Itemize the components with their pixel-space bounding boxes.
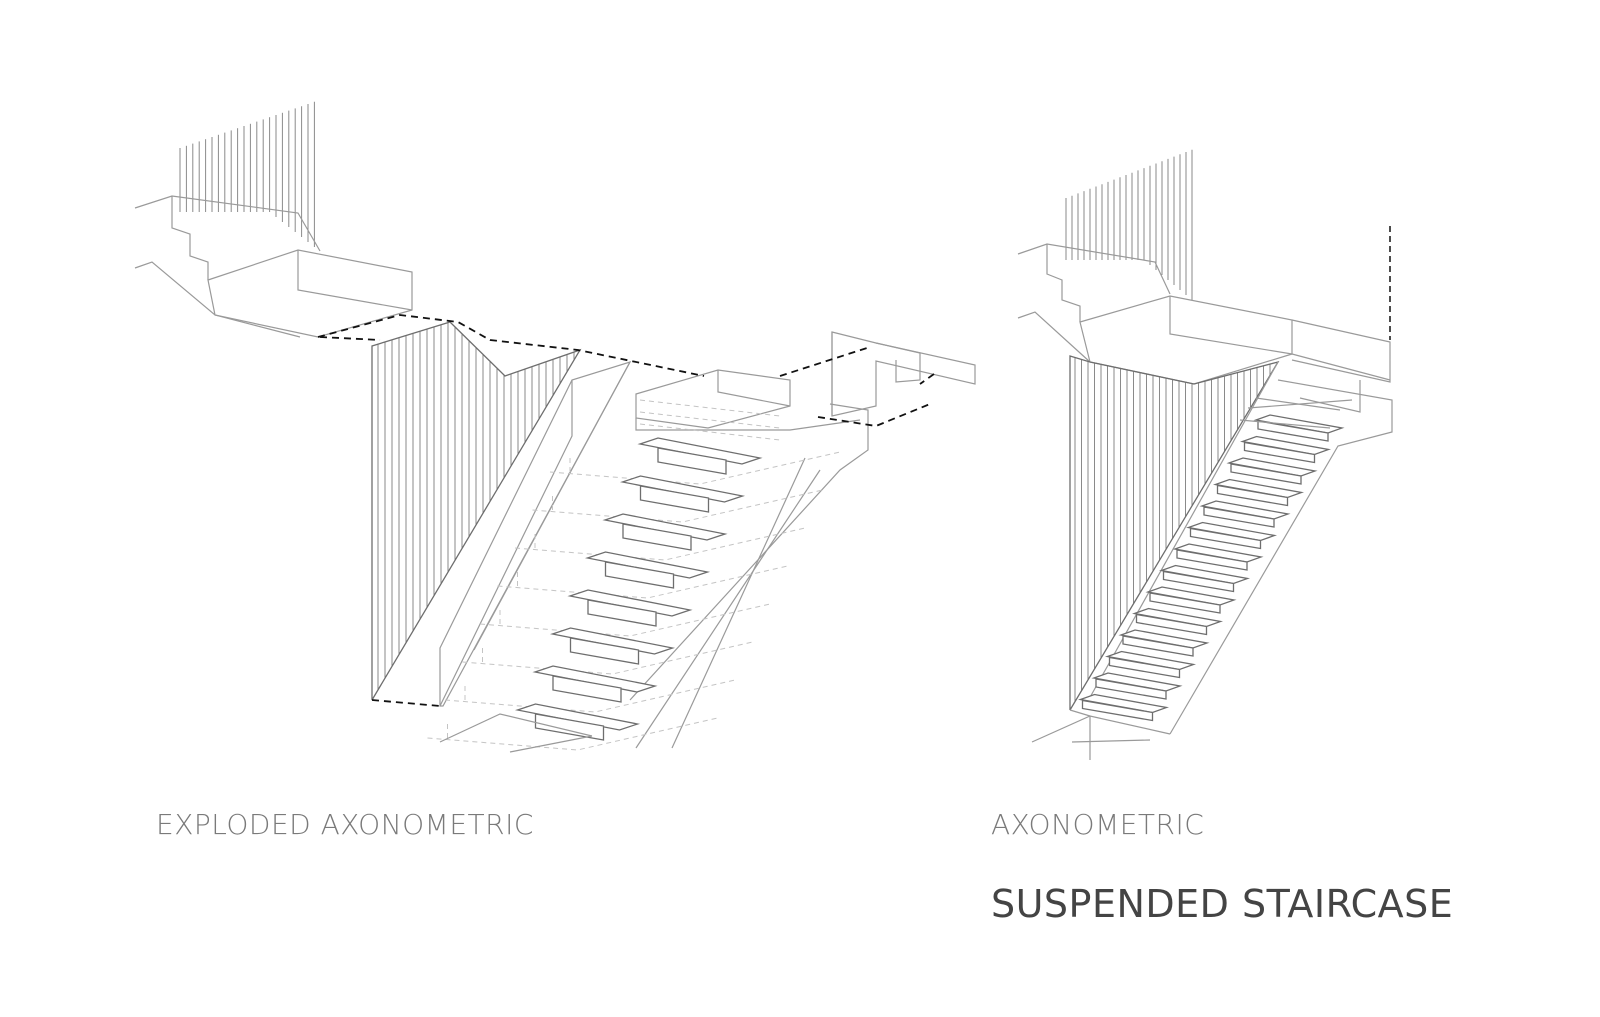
hanging-slat-screen-right	[1069, 355, 1280, 711]
axonometric-label: AXONOMETRIC	[991, 808, 1205, 841]
ghost-step	[444, 679, 736, 713]
stringer-right	[1069, 361, 1279, 717]
upper-landing-left	[134, 195, 413, 338]
tread-riser	[1149, 592, 1221, 614]
treads-left	[514, 437, 763, 741]
tread-riser	[1189, 527, 1262, 550]
tread-riser	[534, 713, 605, 741]
tread-riser	[1230, 463, 1302, 485]
tread-riser	[569, 637, 640, 665]
upper-slat-screen-left	[179, 101, 315, 247]
tread-riser	[1135, 613, 1208, 636]
tread-riser	[1243, 441, 1316, 464]
tread-riser	[1257, 420, 1329, 442]
ghost-step	[427, 717, 718, 751]
floor-lines-left	[439, 713, 593, 753]
upper-slat-screen-right	[1065, 149, 1193, 300]
ghost-step	[462, 641, 753, 675]
ghost-step	[514, 527, 806, 561]
tread-riser	[639, 485, 710, 513]
tread-riser	[587, 599, 657, 627]
winder-step	[1239, 419, 1331, 429]
side-wall-left	[629, 403, 869, 749]
ghost-step	[497, 565, 788, 599]
winder-step	[1247, 399, 1353, 409]
drawing-title: SUSPENDED STAIRCASE	[991, 882, 1454, 926]
tread-riser	[1108, 656, 1181, 679]
tread-riser	[1081, 699, 1154, 722]
top-landing-left	[635, 331, 976, 431]
tread-riser	[1203, 506, 1275, 528]
tread-riser	[1122, 635, 1194, 657]
ghost-step	[639, 423, 781, 441]
ghost-step	[639, 399, 781, 417]
tread-riser	[1095, 678, 1167, 700]
treads-right	[1077, 397, 1353, 722]
tread-riser	[552, 675, 622, 703]
hanging-slat-screen-left	[371, 321, 582, 701]
tread-riser	[657, 447, 727, 475]
ghost-step	[479, 603, 771, 637]
ghost-stairs-left	[427, 399, 841, 751]
stair-wall-right	[1031, 379, 1393, 760]
tread-riser	[622, 523, 692, 551]
tread-riser	[604, 561, 675, 589]
tread-riser	[1162, 570, 1235, 593]
ghost-step	[532, 489, 823, 523]
exploded-axonometric-label: EXPLODED AXONOMETRIC	[156, 808, 534, 841]
upper-landing-right	[1017, 243, 1391, 385]
tread-riser	[1216, 484, 1289, 507]
tread-riser	[1176, 549, 1248, 571]
ghost-step	[639, 411, 781, 429]
ghost-step	[549, 451, 841, 485]
dashed-projection-lines-left	[317, 314, 935, 707]
